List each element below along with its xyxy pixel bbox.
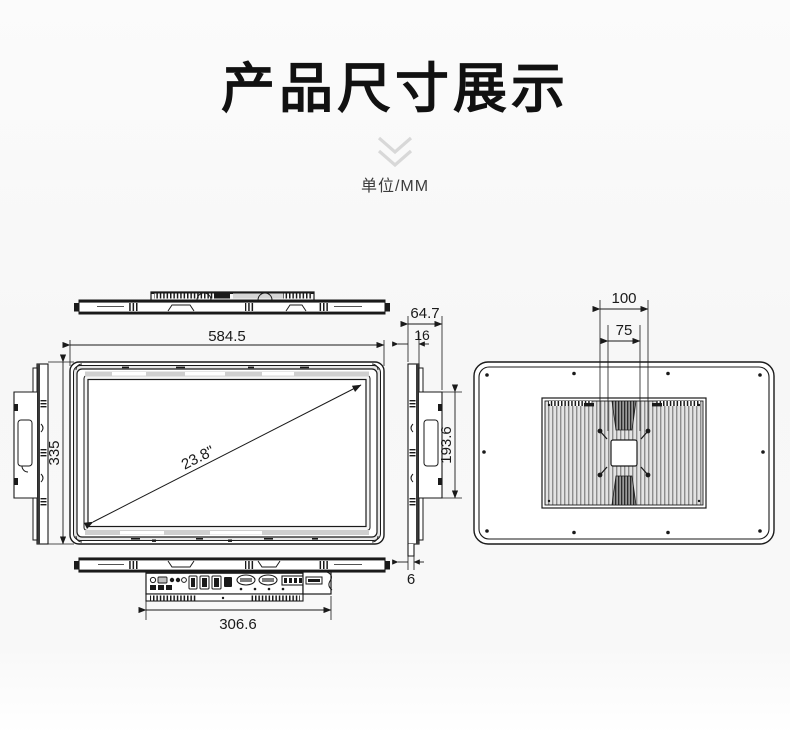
rear-view [473, 361, 775, 545]
vesa-outer-dimension-label: 100 [611, 290, 636, 307]
width-dimension-label: 584.5 [208, 328, 246, 345]
dimension-lines: 584.5 335 306.6 64.7 [46, 290, 649, 633]
unit-label: 单位/MM [360, 178, 430, 195]
vesa-inner-dimension-label: 75 [616, 322, 633, 339]
glass-thickness-dimension-label: 6 [407, 571, 415, 588]
io-width-dimension-label: 306.6 [219, 616, 257, 633]
height-dimension-label: 335 [46, 440, 63, 465]
bottom-io-view [74, 557, 390, 602]
front-view: 23.8" [69, 361, 385, 545]
depth-dimension-label: 64.7 [410, 305, 439, 322]
right-side-view [407, 363, 443, 557]
page-title: 产品尺寸展示 [221, 57, 569, 120]
bezel-depth-dimension-label: 16 [414, 327, 430, 343]
mount-height-dimension-label: 193.6 [438, 426, 455, 464]
left-side-view [13, 363, 49, 545]
chevron-double-down-icon [377, 136, 413, 168]
top-view [74, 291, 390, 315]
